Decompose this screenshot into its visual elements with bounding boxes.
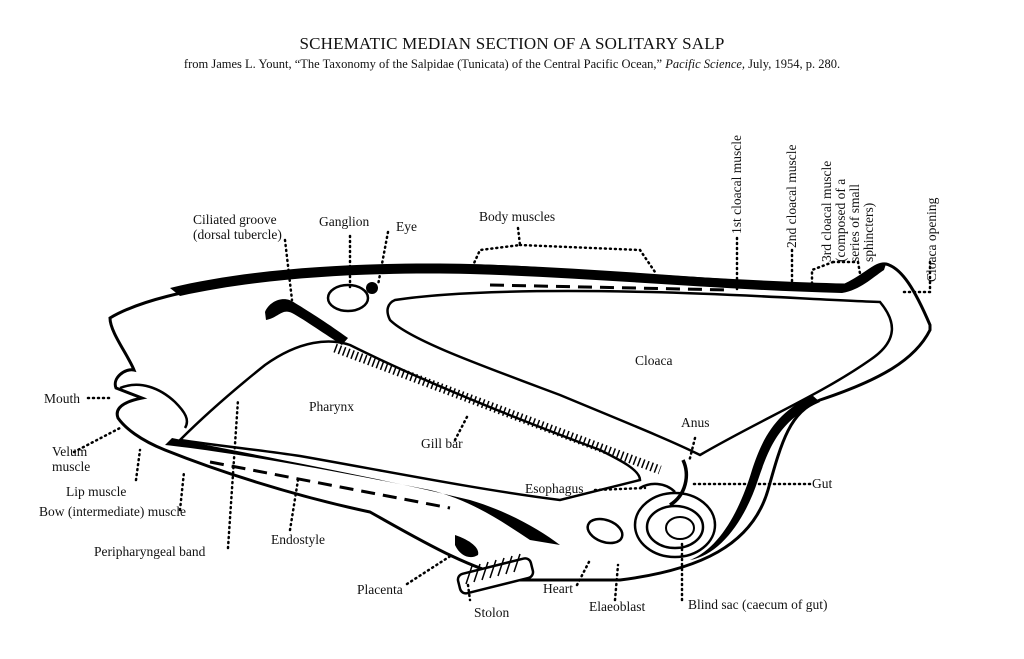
citation-suffix: July, 1954, p. 280.: [748, 57, 841, 71]
source-citation: from James L. Yount, “The Taxonomy of th…: [0, 57, 1024, 72]
mouth-lips: [119, 383, 189, 429]
label-cloaca: Cloaca: [635, 353, 673, 368]
label-ganglion: Ganglion: [319, 214, 370, 229]
label-3rd-cloacal-muscle-line1: 3rd cloacal muscle: [819, 160, 834, 262]
esophagus-tube: [639, 482, 676, 493]
label-ciliated-groove-line2: (dorsal tubercle): [193, 227, 282, 242]
label-endostyle: Endostyle: [271, 532, 325, 547]
eye-shape: [366, 282, 378, 294]
label-3rd-cloacal-muscle-line3: series of small: [847, 184, 862, 262]
ciliated-groove-shape: [265, 299, 348, 345]
heart-shape: [586, 517, 624, 545]
citation-journal: Pacific Science,: [665, 57, 746, 71]
label-mouth: Mouth: [44, 391, 81, 406]
label-stolon: Stolon: [474, 605, 510, 620]
label-pharynx: Pharynx: [309, 399, 354, 414]
cloaca-cavity: [386, 289, 894, 457]
label-ciliated-groove: Ciliated groove (dorsal tubercle): [193, 212, 282, 242]
label-3rd-cloacal-muscle: 3rd cloacal muscle (composed of a series…: [819, 160, 876, 262]
label-elaeoblast: Elaeoblast: [589, 599, 646, 614]
label-1st-cloacal-muscle: 1st cloacal muscle: [729, 135, 744, 234]
citation-prefix: from James L. Yount, “The Taxonomy of th…: [183, 57, 663, 71]
placenta-shape: [455, 535, 479, 558]
label-heart: Heart: [543, 581, 573, 596]
label-gill-bar: Gill bar: [421, 436, 463, 451]
label-ciliated-groove-line1: Ciliated groove: [193, 212, 277, 227]
label-placenta: Placenta: [357, 582, 403, 597]
label-esophagus: Esophagus: [525, 481, 584, 496]
ventral-band: [165, 438, 560, 545]
label-2nd-cloacal-muscle: 2nd cloacal muscle: [784, 144, 799, 248]
stolon-shape: [456, 553, 535, 595]
anus-tube: [668, 459, 688, 507]
label-velum-muscle-line1: Velum: [52, 444, 88, 459]
ventral-wall: [690, 395, 820, 560]
gill-bar: [333, 343, 662, 475]
label-blind-sac: Blind sac (caecum of gut): [688, 597, 828, 612]
label-lip-muscle: Lip muscle: [66, 484, 127, 499]
label-3rd-cloacal-muscle-line4: sphincters): [861, 202, 876, 262]
label-body-muscles: Body muscles: [479, 209, 556, 224]
label-3rd-cloacal-muscle-line2: (composed of a: [833, 178, 848, 262]
label-bow-muscle: Bow (intermediate) muscle: [39, 504, 186, 519]
endostyle-bands: [209, 460, 451, 510]
label-eye: Eye: [396, 219, 417, 234]
label-velum-muscle-line2: muscle: [52, 459, 91, 474]
leader-lines: [72, 226, 932, 602]
label-peripharyngeal-band: Peripharyngeal band: [94, 544, 206, 559]
ganglion-shape: [326, 283, 370, 313]
diagram-title: SCHEMATIC MEDIAN SECTION OF A SOLITARY S…: [299, 34, 725, 53]
caecum: [665, 516, 695, 540]
label-velum-muscle: Velum muscle: [52, 444, 90, 474]
label-gut: Gut: [812, 476, 833, 491]
label-cloaca-opening: Cloaca opening: [924, 197, 939, 282]
body-muscle-bands: [489, 283, 731, 292]
label-anus: Anus: [681, 415, 710, 430]
